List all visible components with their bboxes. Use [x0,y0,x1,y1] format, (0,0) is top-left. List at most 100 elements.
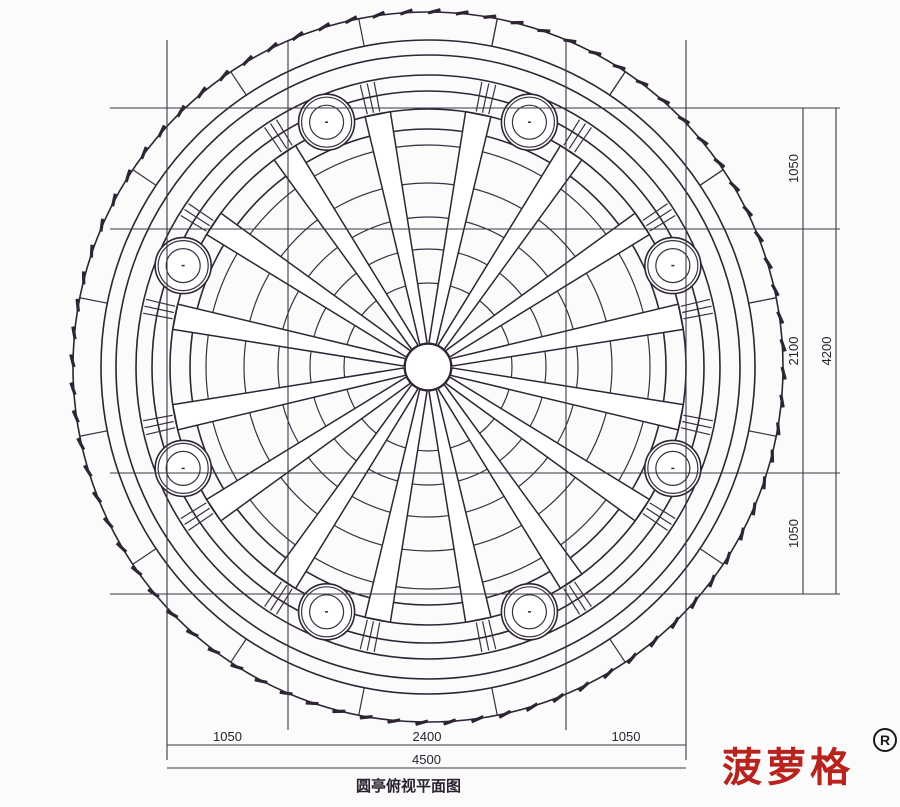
axis-gridlines [110,40,840,760]
bracket-hatch [269,584,288,611]
eave-tile [111,193,117,207]
bracket-hatch [275,119,293,146]
eave-tile [71,409,80,424]
drawing-title: 圆亭俯视平面图 [356,777,462,795]
bracket-hatch [366,621,375,651]
eave-tile [780,366,787,380]
bracket-hatch [144,420,174,429]
eave-tile [470,715,485,724]
eave-spoke [699,169,724,186]
eave-tile [176,104,186,118]
eave-spoke [491,687,498,716]
eave-tile [69,382,77,396]
eave-spoke [132,548,157,565]
eave-tile [779,394,785,408]
bracket-hatch [475,622,483,653]
eave-tile [230,663,244,671]
eave-tile [708,574,716,588]
eave-tile [724,551,732,565]
eave-tile [713,157,726,169]
purlin-ring [277,216,579,518]
eave-spoke [230,638,247,663]
eave-spoke [132,169,157,186]
pillar-core [308,104,345,140]
bracket-hatch [142,312,173,320]
eave-tile [91,491,103,504]
eave-tile [241,54,254,67]
pillar-core [511,594,548,630]
eave-tile [612,63,626,71]
bracket-hatch [145,298,176,307]
bracket-hatch [683,414,714,422]
eave-tile [762,476,767,490]
pillar-collar [503,96,556,148]
bracket-hatch [184,507,211,526]
eave-tile [147,588,160,599]
eave-tile [483,14,497,19]
pillar-collar [300,96,353,148]
dim-label: 1050 [213,729,242,744]
eave-tile [218,69,230,82]
eave-tile [76,437,86,451]
eave-tile [165,609,179,619]
dim-total-label: 4500 [412,752,441,767]
eave-tile [266,41,278,53]
pillar-collar [647,239,699,292]
bracket-hatch [682,420,712,429]
eave-tile [157,124,166,138]
vdim-label: 1050 [786,519,801,548]
eave-tile [115,541,128,554]
eave-tile [770,283,780,297]
eave-tile [359,715,373,720]
eave-tile [635,79,649,87]
eave-tile [291,30,304,42]
eave-tile [344,15,358,25]
bracket-hatch [568,123,587,150]
bracket-hatch [481,621,490,651]
vdim-total-label: 4200 [819,337,834,366]
eave-tile [657,96,671,105]
beam-ring [100,39,756,695]
eave-tile [588,50,602,56]
eave-tile [779,338,787,352]
eave-spoke [609,71,626,96]
eave-tile [102,517,114,529]
eave-tile [387,718,401,724]
eave-tile [763,256,773,270]
pillar-core [655,450,691,487]
eave-tile [578,681,590,693]
purlin-ring [309,248,547,486]
eave-tile [130,565,143,577]
eave-tile [525,702,539,712]
bracket-hatch [188,203,214,221]
pillar-core [511,104,548,140]
eave-tile [696,135,709,146]
eave-spoke [699,548,724,565]
bracket-hatch [180,502,207,520]
eave-tile [443,718,457,726]
eave-spoke [748,430,777,437]
bracket-hatch [359,619,368,650]
brand-logo: 菠萝格 [722,745,854,791]
eave-tile [563,38,577,44]
purlin-ring [205,144,651,590]
eave-tile [498,709,512,719]
eave-spoke [79,430,108,437]
purlin-ring [343,282,513,452]
bracket-hatch [373,81,381,112]
bracket-hatch [568,584,587,611]
eave-tile [739,527,745,541]
bracket-hatch [184,208,211,227]
eave-tile [185,629,199,638]
eave-spoke [748,297,777,304]
eave-tile [602,667,615,680]
eave-tile [89,244,94,258]
bracket-hatch [264,127,282,153]
pavilion-structure [69,8,787,726]
pillar-collar [647,442,699,495]
eave-tile [776,422,781,436]
eave-tile [670,616,680,630]
eave-tile [254,678,268,684]
eave-tile [649,635,660,648]
